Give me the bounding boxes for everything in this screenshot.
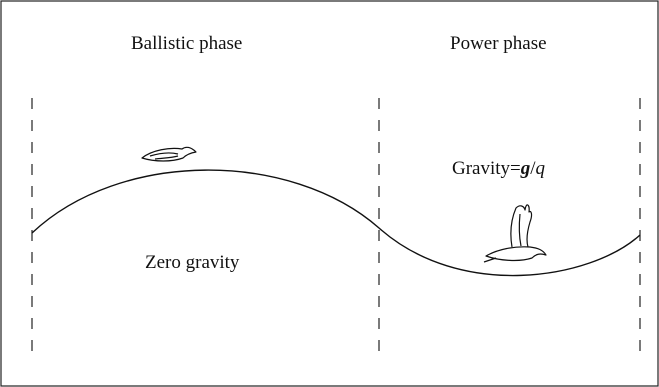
flapping-bird-icon (483, 204, 547, 263)
gravity-separator: / (530, 158, 536, 179)
flight-path-curve (31, 169, 641, 277)
gravity-formula-label: Gravity=g/q (452, 158, 545, 180)
zero-gravity-label: Zero gravity (145, 252, 240, 273)
gliding-bird-icon (141, 146, 197, 162)
power-phase-label: Power phase (450, 33, 547, 54)
gravity-q-symbol: q (535, 158, 546, 179)
gravity-prefix: Gravity= (452, 158, 521, 179)
ballistic-phase-label: Ballistic phase (131, 33, 243, 54)
gravity-g-symbol: g (520, 158, 531, 179)
